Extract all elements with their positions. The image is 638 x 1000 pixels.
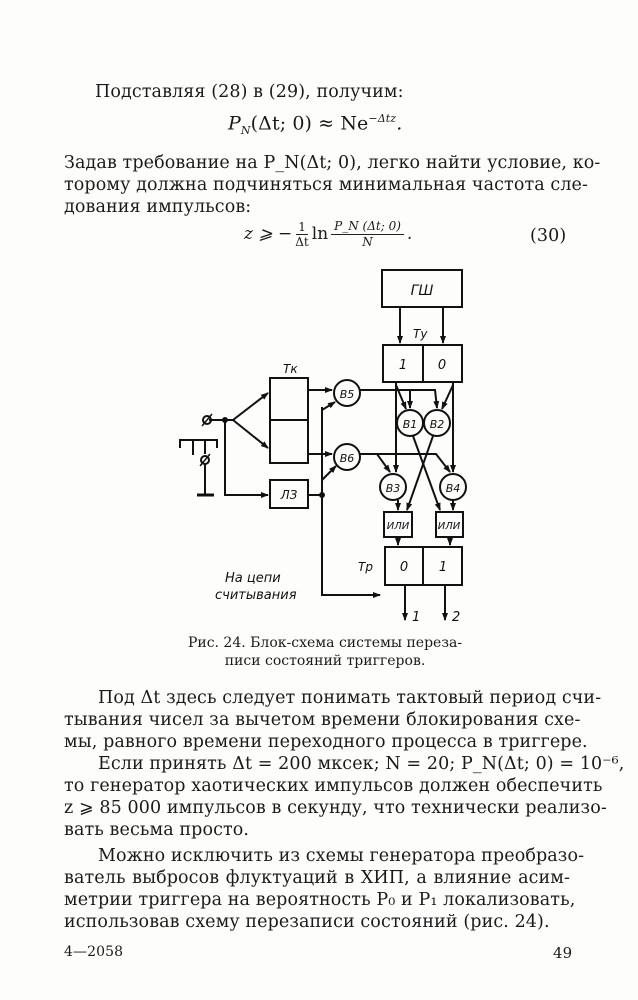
gate-b5 [333,379,361,407]
text-line: то генератор хаотических импульсов долже… [64,776,603,796]
numerator: 1 [296,219,308,235]
output-2-label: 2 [452,610,460,625]
denominator: N [362,234,373,249]
ty-1-label: 1 [399,358,407,373]
lz-label: ЛЗ [280,488,298,502]
note-line-1: На цепи [225,571,281,586]
b6-label: B6 [340,452,355,465]
text-line: тывания чисел за вычетом времени блокиро… [64,710,581,730]
text-line: вать весьма просто. [64,820,250,840]
text-line: Подставляя (28) в (29), получим: [95,82,404,102]
formula-part: N [240,124,251,138]
tp-label: Tр [358,560,373,574]
formula-29: PN(Δt; 0) ≈ Ne−Δtz. [228,112,402,137]
note-line-2: считывания [215,588,297,603]
text-line: метрии триггера на вероятность P₀ и P₁ л… [64,890,576,910]
text-line: использовав схему перезаписи состояний (… [64,912,550,932]
fraction: 1 Δt [295,220,309,249]
ili-label-1: ИЛИ [387,521,410,532]
gsh-label: ГШ [411,283,434,299]
caption-line: Рис. 24. Блок-схема системы переза- [187,635,463,651]
numerator: P_N (Δt; 0) [331,219,404,235]
formula-part: (Δt; 0) ≈ Ne [250,112,369,135]
denominator: Δt [295,234,309,249]
formula-part: P [228,112,241,135]
text-line: торому должна подчиняться минимальная ча… [64,175,589,195]
equation-number: (30) [530,226,567,246]
text-line: Под Δt здесь следует понимать тактовый п… [98,688,602,708]
text-line: ватель выбросов флуктуаций в ХИП, а влия… [64,868,570,888]
formula-part: z ⩾ − [244,224,293,244]
block-diagram: ГШ Tу 1 0 Tк B5 B6 B1 B2 B3 B4 ЛЗ ИЛИ ИЛ… [179,269,467,625]
formula-part: −Δtz [368,112,397,125]
tp-0-label: 0 [400,560,408,575]
input-terminal [202,415,212,425]
tp-1-label: 1 [439,560,447,575]
text-line: Если принять Δt = 200 мксек; N = 20; P_N… [98,754,625,774]
text-line: Можно исключить из схемы генератора прео… [98,846,585,866]
text-line: z ⩾ 85 000 импульсов в секунду, что техн… [64,798,607,818]
gate-b2 [423,409,451,437]
formula-part: ln [311,224,329,244]
b2-label: B2 [430,418,445,431]
ty-label: Tу [413,327,428,341]
b3-label: B3 [386,482,401,495]
gate-b3 [379,473,407,501]
caption-line: писи состояний триггеров. [224,653,426,669]
gsh-box [381,269,463,308]
text-line: дования импульсов: [64,197,252,217]
signature-mark: 4—2058 [64,944,124,960]
formula-30: z ⩾ − 1 Δt ln P_N (Δt; 0) N . [244,212,412,256]
ty-0-label: 0 [438,358,446,373]
output-1-label: 1 [412,610,420,625]
tk-label: Tк [283,362,298,376]
b5-label: B5 [340,388,355,401]
text-line: мы, равного времени переходного процесса… [64,732,588,752]
gate-b6 [333,443,361,471]
figure-caption: Рис. 24. Блок-схема системы переза- писи… [125,634,525,670]
fraction: P_N (Δt; 0) N [331,219,404,250]
b1-label: B1 [403,418,418,431]
page-number: 49 [553,944,573,962]
text-line: Задав требование на P_N(Δt; 0), легко на… [64,153,601,173]
formula-part: . [406,224,413,244]
formula-part: . [396,112,403,135]
ili-label-2: ИЛИ [438,521,461,532]
b4-label: B4 [446,482,461,495]
